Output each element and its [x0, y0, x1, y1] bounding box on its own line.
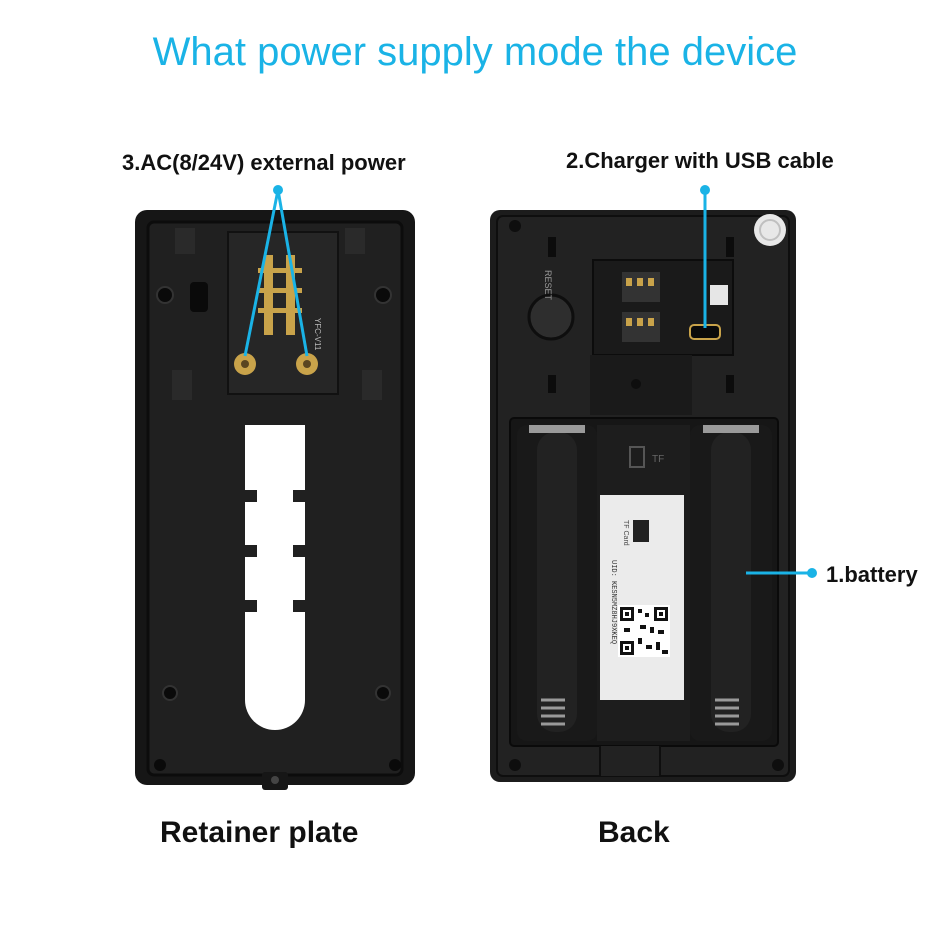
tf-card-label: TF Card	[622, 520, 629, 546]
uid-label: UID: KESN5MZ8HJ9XKEQ	[609, 560, 617, 644]
battery-callout: 1.battery	[826, 562, 918, 587]
tf-slot-label: TF	[652, 454, 664, 465]
usb-charger-callout: 2.Charger with USB cable	[566, 148, 834, 173]
pcb-label: YFC-V11	[313, 318, 322, 351]
usb-pointer	[700, 185, 710, 328]
back-caption: Back	[598, 816, 670, 849]
device-back: RESET TF	[490, 210, 796, 782]
reset-label: RESET	[543, 270, 553, 301]
retainer-plate-caption: Retainer plate	[160, 816, 359, 849]
qr-code	[618, 605, 670, 657]
ac-power-callout: 3.AC(8/24V) external power	[122, 150, 406, 175]
battery-pointer	[746, 568, 817, 578]
ac-pointer	[243, 185, 309, 357]
page-title: What power supply mode the device	[152, 30, 798, 74]
retainer-plate: YFC-V11	[135, 210, 415, 790]
